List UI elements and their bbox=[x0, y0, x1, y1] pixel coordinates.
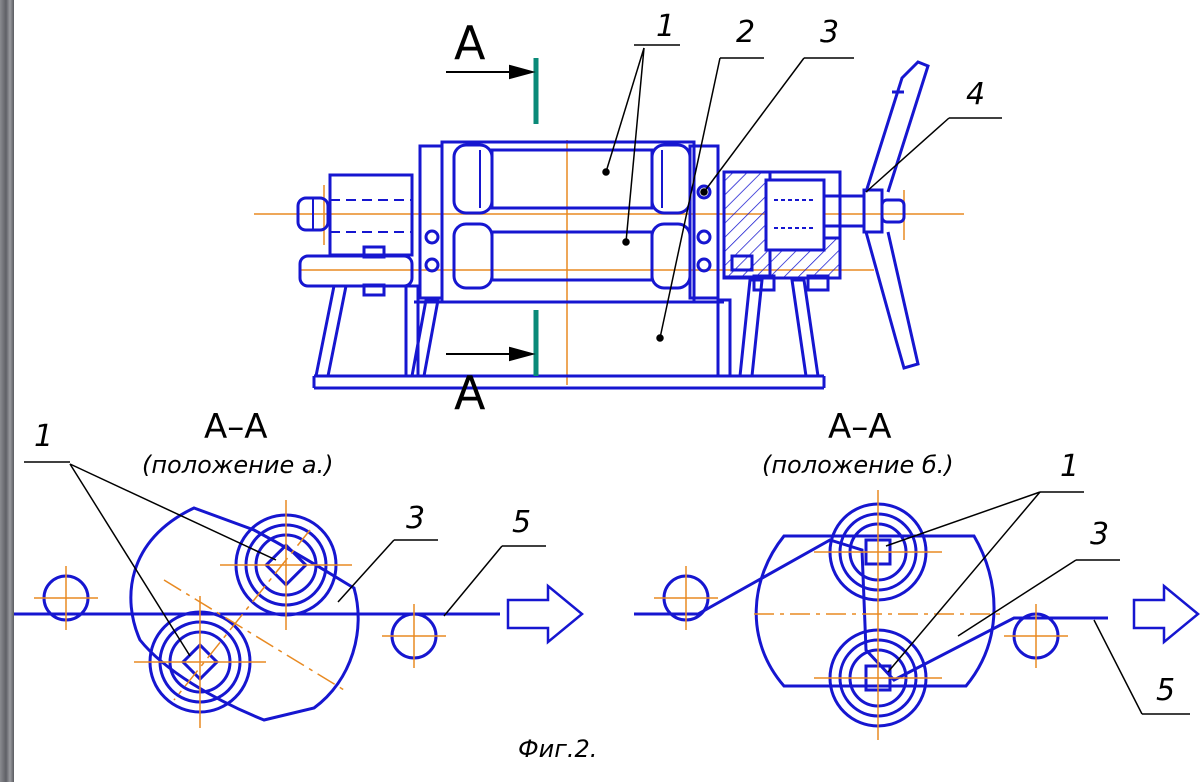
right-view-subtitle: (положение б.) bbox=[762, 451, 954, 479]
section-mark-top: A bbox=[454, 16, 486, 70]
left-section-view bbox=[14, 461, 584, 728]
right-cam-plate bbox=[754, 534, 996, 688]
callout-right-5: 5 bbox=[1156, 673, 1176, 708]
main-leader-lines bbox=[602, 44, 1002, 342]
technical-drawing bbox=[14, 44, 1200, 740]
right-housing-section bbox=[722, 170, 906, 280]
left-view-title: A–A bbox=[204, 407, 268, 447]
section-mark-bottom: A bbox=[454, 366, 486, 420]
callout-left-3: 3 bbox=[406, 501, 426, 536]
callout-main-3: 3 bbox=[820, 15, 840, 50]
right-side-plate bbox=[688, 144, 720, 300]
left-housing bbox=[328, 173, 414, 257]
left-feed-arrow bbox=[506, 583, 584, 645]
drawing-canvas: A A 1 2 3 4 A–A (положение а.) A–A (поло… bbox=[14, 0, 1200, 782]
left-lower-bar bbox=[298, 254, 414, 288]
callout-right-3: 3 bbox=[1090, 517, 1110, 552]
main-axis-lines bbox=[254, 140, 964, 385]
figure-caption: Фиг.2. bbox=[518, 735, 598, 763]
handle bbox=[864, 60, 930, 370]
right-section-view bbox=[634, 490, 1200, 740]
callout-main-1: 1 bbox=[656, 9, 676, 44]
right-strip bbox=[634, 538, 1108, 682]
callout-left-5: 5 bbox=[512, 505, 532, 540]
section-arrows bbox=[446, 64, 536, 362]
right-view-title: A–A bbox=[828, 407, 892, 447]
right-feed-arrow bbox=[1132, 583, 1200, 645]
upper-roller bbox=[452, 143, 692, 215]
callout-main-2: 2 bbox=[736, 15, 756, 50]
lower-roller bbox=[452, 222, 692, 290]
left-view-subtitle: (положение а.) bbox=[142, 451, 334, 479]
callout-main-4: 4 bbox=[966, 77, 986, 112]
base-frame bbox=[312, 274, 830, 390]
main-view bbox=[254, 44, 1002, 390]
callout-left-1: 1 bbox=[34, 419, 54, 454]
callout-right-1: 1 bbox=[1060, 449, 1080, 484]
left-side-plate bbox=[418, 144, 444, 300]
